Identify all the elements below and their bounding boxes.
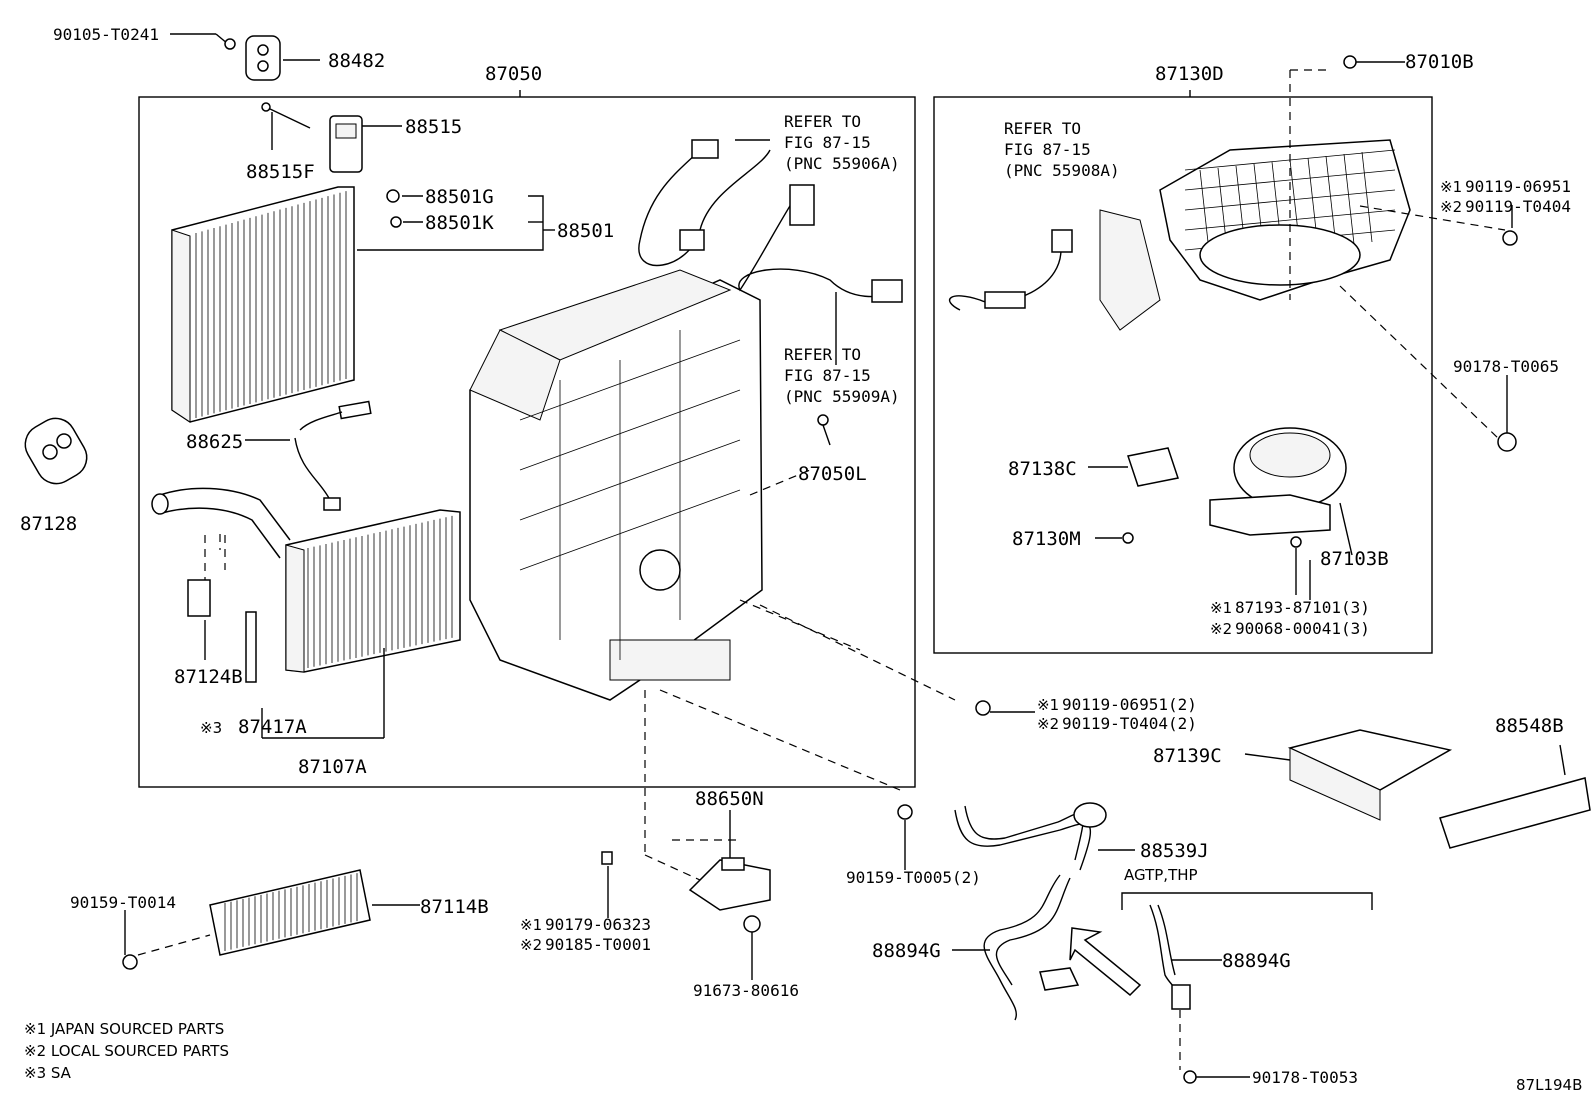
bolt-90159-T0005-drawing [897,804,913,820]
filter-87139C-drawing [1244,729,1453,821]
mark-1-90119-center: ※1 [1037,696,1059,714]
refer-55909A-line1: REFER TO [784,345,861,364]
legend-local-sourced: ※2 LOCAL SOURCED PARTS [24,1042,229,1060]
label-90179-06323[interactable]: 90179-06323 [545,915,651,934]
label-88548B[interactable]: 88548B [1495,715,1564,737]
blower-motor-87103B-drawing [1209,427,1353,556]
label-87138C[interactable]: 87138C [1008,458,1077,480]
nut-90178-T0053-drawing [1183,1070,1197,1084]
refer-55908A-line1: REFER TO [1004,119,1081,138]
label-87193-87101[interactable]: 87193-87101(3) [1235,598,1370,617]
label-90159-T0014[interactable]: 90159-T0014 [70,893,176,912]
duct-88894G-left-drawing [952,874,1080,1021]
nut-90178-T0065-drawing [1497,432,1517,452]
figure-code: 87L194B [1516,1076,1582,1094]
refer-55909A-line2: FIG 87-15 [784,366,871,385]
refer-55906A-line2: FIG 87-15 [784,133,871,152]
label-90068-00041[interactable]: 90068-00041(3) [1235,619,1370,638]
label-87124B[interactable]: 87124B [174,666,243,688]
o-rings-88501-drawing [357,189,555,251]
refer-55908A-line2: FIG 87-15 [1004,140,1091,159]
direction-arrow [1069,927,1142,997]
refer-55909A-line3[interactable]: (PNC 55909A) [784,387,900,406]
mark-2-90119-center: ※2 [1037,715,1059,733]
clamp-87124B-drawing [187,535,226,660]
label-90119-T0404-center[interactable]: 90119-T0404(2) [1062,714,1197,733]
label-90178-T0053[interactable]: 90178-T0053 [1252,1068,1358,1087]
label-88650N[interactable]: 88650N [695,788,764,810]
label-88515F[interactable]: 88515F [246,161,315,183]
cover-88548B-drawing [1439,744,1591,849]
label-88894G-left[interactable]: 88894G [872,940,941,962]
label-87103B[interactable]: 87103B [1320,548,1389,570]
label-88501[interactable]: 88501 [557,220,614,242]
label-90159-T0005[interactable]: 90159-T0005(2) [846,868,981,887]
grommet-87128-drawing [24,417,88,485]
label-87130D[interactable]: 87130D [1155,63,1224,85]
label-87417A[interactable]: 87417A [238,716,307,738]
wire-harness-drawing [638,139,903,446]
label-87050L[interactable]: 87050L [798,463,867,485]
bolt-90119-center-drawing [975,700,991,716]
label-88625[interactable]: 88625 [186,431,243,453]
ptc-heater-87114B-drawing [209,869,420,956]
label-90178-T0065[interactable]: 90178-T0065 [1453,357,1559,376]
bolt-87010B-drawing [1343,55,1357,69]
label-91673-80616[interactable]: 91673-80616 [693,981,799,1000]
label-88515[interactable]: 88515 [405,116,462,138]
evaporator-88501-drawing [171,186,355,423]
seal-87417A-drawing [245,611,257,683]
bolt-91673-80616-drawing [743,915,761,933]
mark-3-87417A: ※3 [200,719,222,737]
heater-case-drawing [469,269,763,701]
label-90105-T0241[interactable]: 90105-T0241 [53,25,159,44]
legend-sa: ※3 SA [24,1064,72,1082]
label-90119-06951-right[interactable]: 90119-06951 [1465,177,1571,196]
label-88482[interactable]: 88482 [328,50,385,72]
refer-55906A-line3[interactable]: (PNC 55906A) [784,154,900,173]
refer-55906A-line1: REFER TO [784,112,861,131]
expansion-valve-88515-drawing [261,102,402,173]
label-90119-T0404-right[interactable]: 90119-T0404 [1465,197,1571,216]
label-88501K[interactable]: 88501K [425,212,494,234]
drain-hose-88539J-drawing [954,802,1135,871]
clip-90179-drawing [601,851,613,865]
label-agtp-thp: AGTP,THP [1124,866,1198,884]
label-87130M[interactable]: 87130M [1012,528,1081,550]
duct-88894G-right-drawing [1149,904,1222,1070]
blower-unit-87130D-drawing [1099,139,1411,331]
resistor-87138C-drawing [1088,447,1179,544]
mark-2-90119-T0404: ※2 [1440,198,1462,216]
label-87114B[interactable]: 87114B [420,896,489,918]
bracket-88650N-drawing [688,810,771,911]
bolt-90119-right-drawing [1502,230,1518,246]
refer-55908A-line3[interactable]: (PNC 55908A) [1004,161,1120,180]
label-90185-T0001[interactable]: 90185-T0001 [545,935,651,954]
label-88894G-right[interactable]: 88894G [1222,950,1291,972]
mark-1-90119-06951: ※1 [1440,178,1462,196]
label-87128[interactable]: 87128 [20,513,77,535]
legend-japan-sourced: ※1 JAPAN SOURCED PARTS [24,1020,224,1038]
mark-2-90185: ※2 [520,936,542,954]
blower-harness-drawing [948,229,1073,311]
label-88501G[interactable]: 88501G [425,186,494,208]
bolt-90159-T0014-drawing [122,954,138,970]
heater-core-87107A-drawing [151,487,461,739]
bolt-90105-T0241-drawing [170,33,236,50]
screw-87193-drawing [1290,536,1302,548]
sensor-88625-drawing [245,400,372,511]
label-87139C[interactable]: 87139C [1153,745,1222,767]
gasket-88482-drawing [245,35,320,81]
label-87107A[interactable]: 87107A [298,756,367,778]
label-87050[interactable]: 87050 [485,63,542,85]
label-87010B[interactable]: 87010B [1405,51,1474,73]
assembly-box-87050 [138,96,916,788]
label-90119-06951-center[interactable]: 90119-06951(2) [1062,695,1197,714]
label-88539J[interactable]: 88539J [1140,840,1209,862]
mark-1-90179: ※1 [520,916,542,934]
mark-2-90068: ※2 [1210,620,1232,638]
mark-1-87193: ※1 [1210,599,1232,617]
